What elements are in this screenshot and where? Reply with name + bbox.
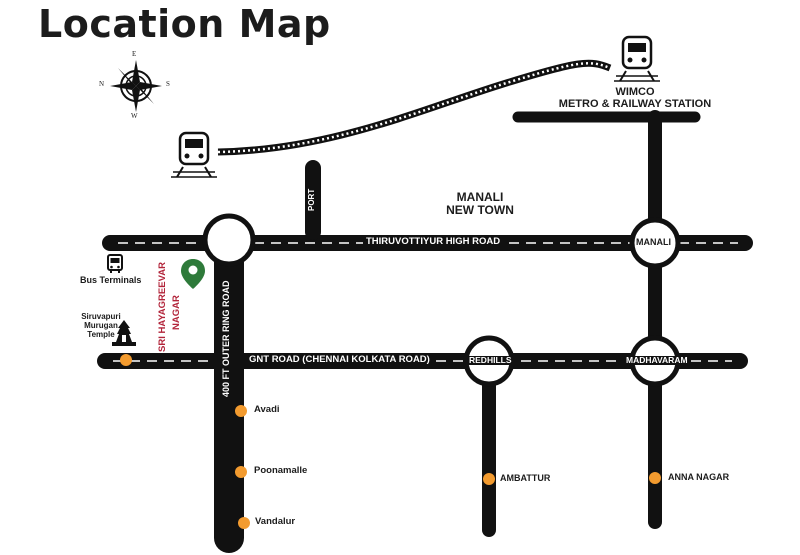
- avadi-label: Avadi: [254, 404, 280, 415]
- madhavaram-junction-label: MADHAVARAM: [623, 355, 691, 366]
- bus-terminals-label: Bus Terminals: [80, 275, 142, 285]
- manali-roundabout: [629, 217, 681, 269]
- railway-track: [217, 59, 612, 156]
- location-pin-icon: [181, 259, 205, 289]
- dot-ambattur: [483, 473, 495, 485]
- train-icon-wimco: [614, 35, 660, 82]
- page-title: Location Map: [38, 2, 331, 46]
- roads: [97, 110, 753, 553]
- project-label-line1: SRI HAYAGREEVAR: [157, 262, 168, 352]
- compass-label-right: S: [166, 80, 170, 88]
- port-road-label: PORT: [307, 188, 316, 211]
- dot-poonamalle: [235, 466, 247, 478]
- compass-icon: [110, 60, 162, 112]
- compass-label-top: E: [132, 50, 137, 58]
- anna-nagar-label: ANNA NAGAR: [668, 472, 730, 482]
- compass-label-left: N: [99, 80, 105, 88]
- vandalur-label: Vandalur: [255, 516, 296, 527]
- wimco-name: WIMCO: [615, 86, 655, 98]
- dot-vandalur: [238, 517, 250, 529]
- redhills-junction-label: REDHILLS: [466, 355, 515, 366]
- ambattur-label: AMBATTUR: [500, 473, 551, 483]
- gnt-road-label: GNT ROAD (CHENNAI KOLKATA ROAD): [246, 354, 433, 366]
- temple-label: Siruvapuri Murugan Temple: [81, 312, 121, 339]
- temple-icon: [112, 320, 136, 346]
- outer-ring-roundabout: [202, 213, 256, 267]
- location-dots: [120, 354, 661, 529]
- manali-new-town-label: MANALI NEW TOWN: [446, 190, 514, 218]
- compass-label-bottom: W: [131, 112, 138, 120]
- wimco-subtitle: METRO & RAILWAY STATION: [558, 98, 712, 111]
- dot-temple: [120, 354, 132, 366]
- wimco-label: WIMCO METRO & RAILWAY STATION: [550, 86, 720, 110]
- bus-icon: [107, 254, 123, 273]
- poonamalle-label: Poonamalle: [254, 465, 308, 476]
- dot-anna-nagar: [649, 472, 661, 484]
- dot-avadi: [235, 405, 247, 417]
- project-label-line2: NAGAR: [171, 295, 182, 330]
- outer-ring-road-label: 400 FT OUTER RING ROAD: [221, 280, 231, 397]
- train-icon-left: [171, 131, 217, 178]
- manali-junction-label: MANALI: [636, 237, 671, 247]
- thiruvottiyur-road-label: THIRUVOTTIYUR HIGH ROAD: [363, 236, 504, 248]
